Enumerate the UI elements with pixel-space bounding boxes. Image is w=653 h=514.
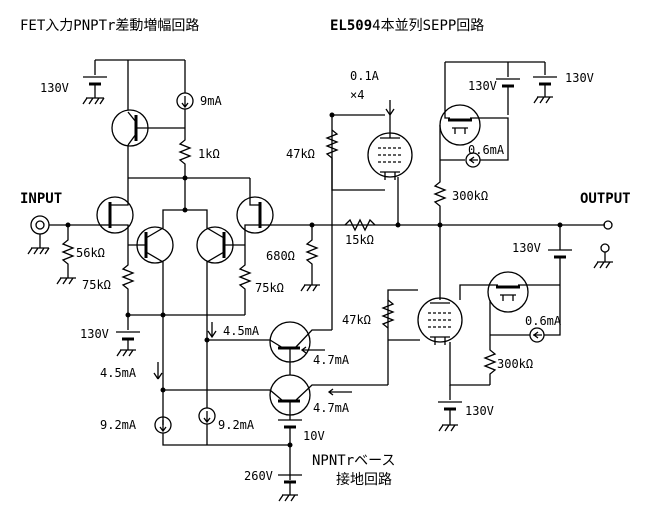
resistor-56k [56, 225, 76, 285]
resistor-1k [178, 128, 192, 178]
label-06ma-top: 0.6mA [468, 143, 505, 157]
label-9ma: 9mA [200, 94, 222, 108]
arrow-45ma-left [153, 362, 163, 380]
resistor-75k-right [238, 245, 252, 315]
resistor-47k-bottom [381, 289, 420, 385]
label-47ma-top: 4.7mA [313, 353, 350, 367]
bottom-title-line1: NPNTrベース [312, 453, 395, 469]
resistor-75k-left [121, 245, 135, 315]
label-92ma-left: 9.2mA [100, 418, 137, 432]
left-title: FET入力PNPTr差動増幅回路 [20, 18, 199, 34]
bottom-title-line2: 接地回路 [336, 471, 392, 488]
resistor-300k-top [433, 175, 447, 225]
current-source-9ma [176, 60, 194, 128]
fet-left [96, 178, 134, 245]
label-130v-top-mid: 130V [468, 79, 497, 93]
label-75k-left: 75kΩ [82, 278, 111, 292]
label-56k: 56kΩ [76, 246, 105, 260]
right-title-bold: EL509 [330, 18, 372, 34]
label-130v-top-left: 130V [40, 81, 69, 95]
label-92ma-right: 9.2mA [218, 418, 255, 432]
label-130v-bottom: 130V [465, 404, 494, 418]
current-source-92ma-left [154, 416, 290, 446]
arrow-45ma-mid [207, 322, 217, 339]
resistor-300k-bottom [483, 335, 497, 385]
battery-130v-left-mid [116, 315, 140, 357]
label-47k-bot: 47kΩ [342, 313, 371, 327]
label-130v-top-right: 130V [565, 71, 594, 85]
pnp-pair-right [185, 209, 245, 340]
label-260v: 260V [244, 469, 273, 483]
arrow-01a [385, 100, 395, 117]
npn-transistor-top [269, 321, 332, 365]
mosfet-top [439, 100, 509, 175]
current-source-06ma-bot [490, 285, 561, 343]
label-x4: ×4 [350, 88, 364, 102]
current-source-92ma-right [198, 407, 216, 445]
input-connector[interactable] [27, 215, 50, 255]
resistor-47k-top [325, 129, 385, 191]
label-output: OUTPUT [580, 191, 631, 207]
right-title: EL5094本並列SEPP回路 [330, 18, 484, 34]
label-47k-top: 47kΩ [286, 147, 315, 161]
battery-130v-top-mid [444, 61, 545, 115]
battery-130v-out-right [439, 225, 572, 300]
resistor-15k [344, 218, 376, 232]
arrow-47ma-bot [327, 388, 352, 396]
label-47ma-bot: 4.7mA [313, 401, 350, 415]
fet-right [236, 178, 274, 245]
resistor-680 [300, 225, 320, 292]
label-45ma-mid: 4.5mA [223, 324, 260, 338]
label-10v: 10V [303, 429, 325, 443]
right-title-rest: 4本並列SEPP回路 [372, 18, 484, 34]
label-input: INPUT [20, 191, 62, 207]
label-01a: 0.1A [350, 69, 380, 83]
pnp-pair-left [128, 209, 185, 315]
battery-10v [278, 419, 302, 480]
battery-260v [278, 474, 302, 502]
label-15k: 15kΩ [345, 233, 374, 247]
arrow-47ma-top [300, 346, 325, 354]
el509-tube-bottom [417, 297, 490, 386]
battery-130v-top-left [82, 60, 107, 105]
label-130v-out-right: 130V [512, 241, 541, 255]
label-06ma-bot: 0.6mA [525, 314, 562, 328]
mosfet-bottom [459, 271, 560, 335]
battery-130v-top-right [533, 62, 557, 104]
label-300k-bot: 300kΩ [497, 357, 533, 371]
output-connector[interactable] [593, 220, 613, 269]
label-300k-top: 300kΩ [452, 189, 488, 203]
pnp-transistor-top [111, 60, 185, 178]
el509-tube-top [367, 115, 413, 225]
battery-130v-bottom [438, 385, 462, 432]
current-source-06ma-top [440, 150, 509, 168]
label-130v-left-mid: 130V [80, 327, 109, 341]
label-1k: 1kΩ [198, 147, 220, 161]
label-45ma-left: 4.5mA [100, 366, 137, 380]
label-680: 680Ω [266, 249, 295, 263]
label-75k-right: 75kΩ [255, 281, 284, 295]
